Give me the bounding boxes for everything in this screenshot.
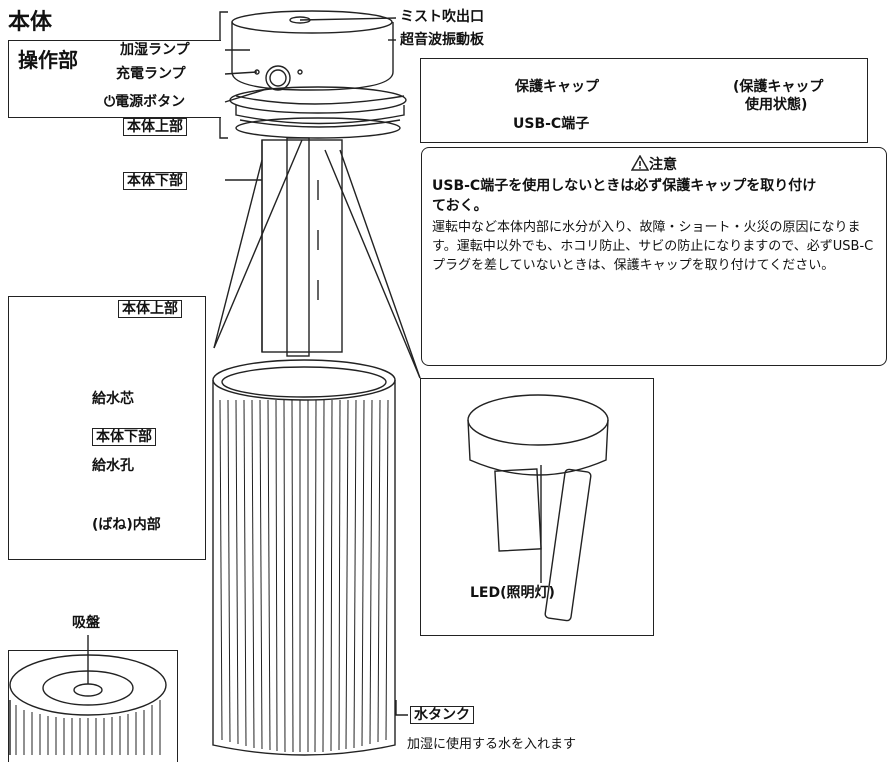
spring-inner-label: (ばね)内部 (92, 517, 161, 533)
usb-port-label: USB-C端子 (513, 116, 590, 132)
water-holes-label: 給水孔 (92, 458, 134, 474)
suction-cup-panel (8, 650, 178, 762)
operation-section-box (8, 40, 221, 118)
upper-body-label: 本体上部 (123, 118, 187, 136)
page-title: 本体 (8, 10, 53, 35)
cap-in-use-label-line2: 使用状態) (745, 97, 808, 113)
water-tank-label: 水タンク (410, 706, 474, 724)
ultrasonic-plate-label: 超音波振動板 (400, 32, 484, 48)
lower-body-label: 本体下部 (123, 172, 187, 190)
wick-label: 給水芯 (92, 391, 134, 407)
left-lower-body-label: 本体下部 (92, 428, 156, 446)
cap-panel (420, 58, 868, 143)
left-upper-body-label: 本体上部 (118, 300, 182, 318)
power-button-label: ⏻電源ボタン (104, 94, 186, 110)
led-detail-panel (420, 378, 654, 636)
caution-bold-line2: ておく。 (432, 198, 488, 214)
cap-in-use-label-line1: (保護キャップ (733, 79, 824, 95)
charge-lamp-label: 充電ランプ (116, 66, 186, 82)
suction-cup-label: 吸盤 (72, 615, 100, 631)
caution-box: 注意 USB-C端子を使用しないときは必ず保護キャップを取り付け ておく。 運転… (421, 147, 887, 366)
mist-outlet-label: ミスト吹出口 (400, 9, 484, 25)
caution-heading: 注意 (432, 154, 876, 174)
water-tank-description: 加湿に使用する水を入れます (407, 737, 577, 752)
caution-heading-text: 注意 (649, 157, 677, 173)
warning-triangle-icon (630, 154, 650, 171)
protective-cap-label: 保護キャップ (515, 79, 599, 95)
caution-body: 運転中など本体内部に水分が入り、故障・ショート・火災の原因になります。運転中以外… (432, 220, 874, 273)
led-label: LED(照明灯) (470, 585, 555, 601)
caution-bold-line1: USB-C端子を使用しないときは必ず保護キャップを取り付け (432, 178, 817, 194)
humidify-lamp-label: 加湿ランプ (120, 42, 190, 58)
operation-section-label: 操作部 (18, 48, 78, 72)
